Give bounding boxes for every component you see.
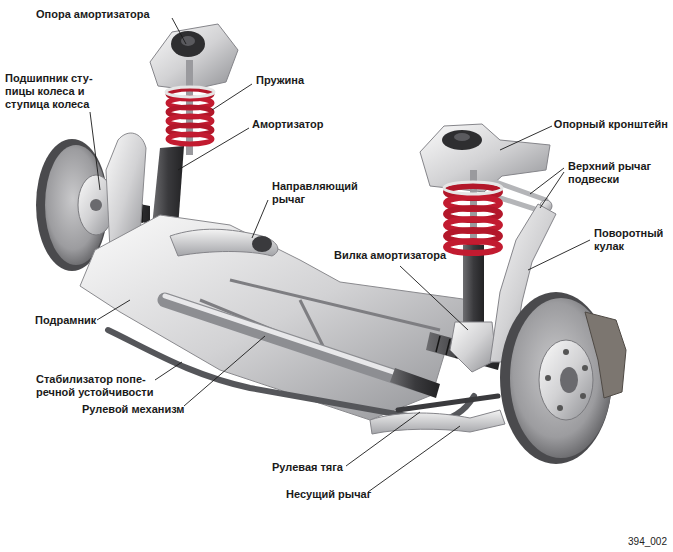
part-label: Верхний рычаг подвески [568,160,668,186]
part-label: Пружина [256,74,304,87]
right-strut [444,170,502,335]
right-brake-disc [500,292,626,464]
part-label: Рулевой механизм [82,403,185,416]
figure-number: 394_002 [628,535,667,548]
part-label: Опорный кронштейн [554,118,668,131]
part-label: Несущий рычаг [286,488,371,501]
tie-rod [398,396,498,410]
part-label: Подшипник сту- пицы колеса и ступица кол… [5,72,105,111]
left-top-mount [150,24,238,90]
load-arm [370,410,505,434]
part-label: Вилка амортизатора [334,249,446,262]
left-guide-arm [170,229,278,256]
part-label: Амортизатор [252,118,324,131]
part-label: Поворотный кулак [594,227,668,253]
shock-fork [450,322,496,372]
part-label: Направляющий рычаг [272,180,372,206]
left-strut [152,60,214,228]
part-label: Стабилизатор попе- речной устойчивости [36,373,164,399]
part-label: Опора амортизатора [36,8,150,21]
part-label: Рулевая тяга [272,461,343,474]
part-label: Подрамник [35,314,96,327]
steering-rack [165,296,440,398]
leader-lines [90,18,590,492]
